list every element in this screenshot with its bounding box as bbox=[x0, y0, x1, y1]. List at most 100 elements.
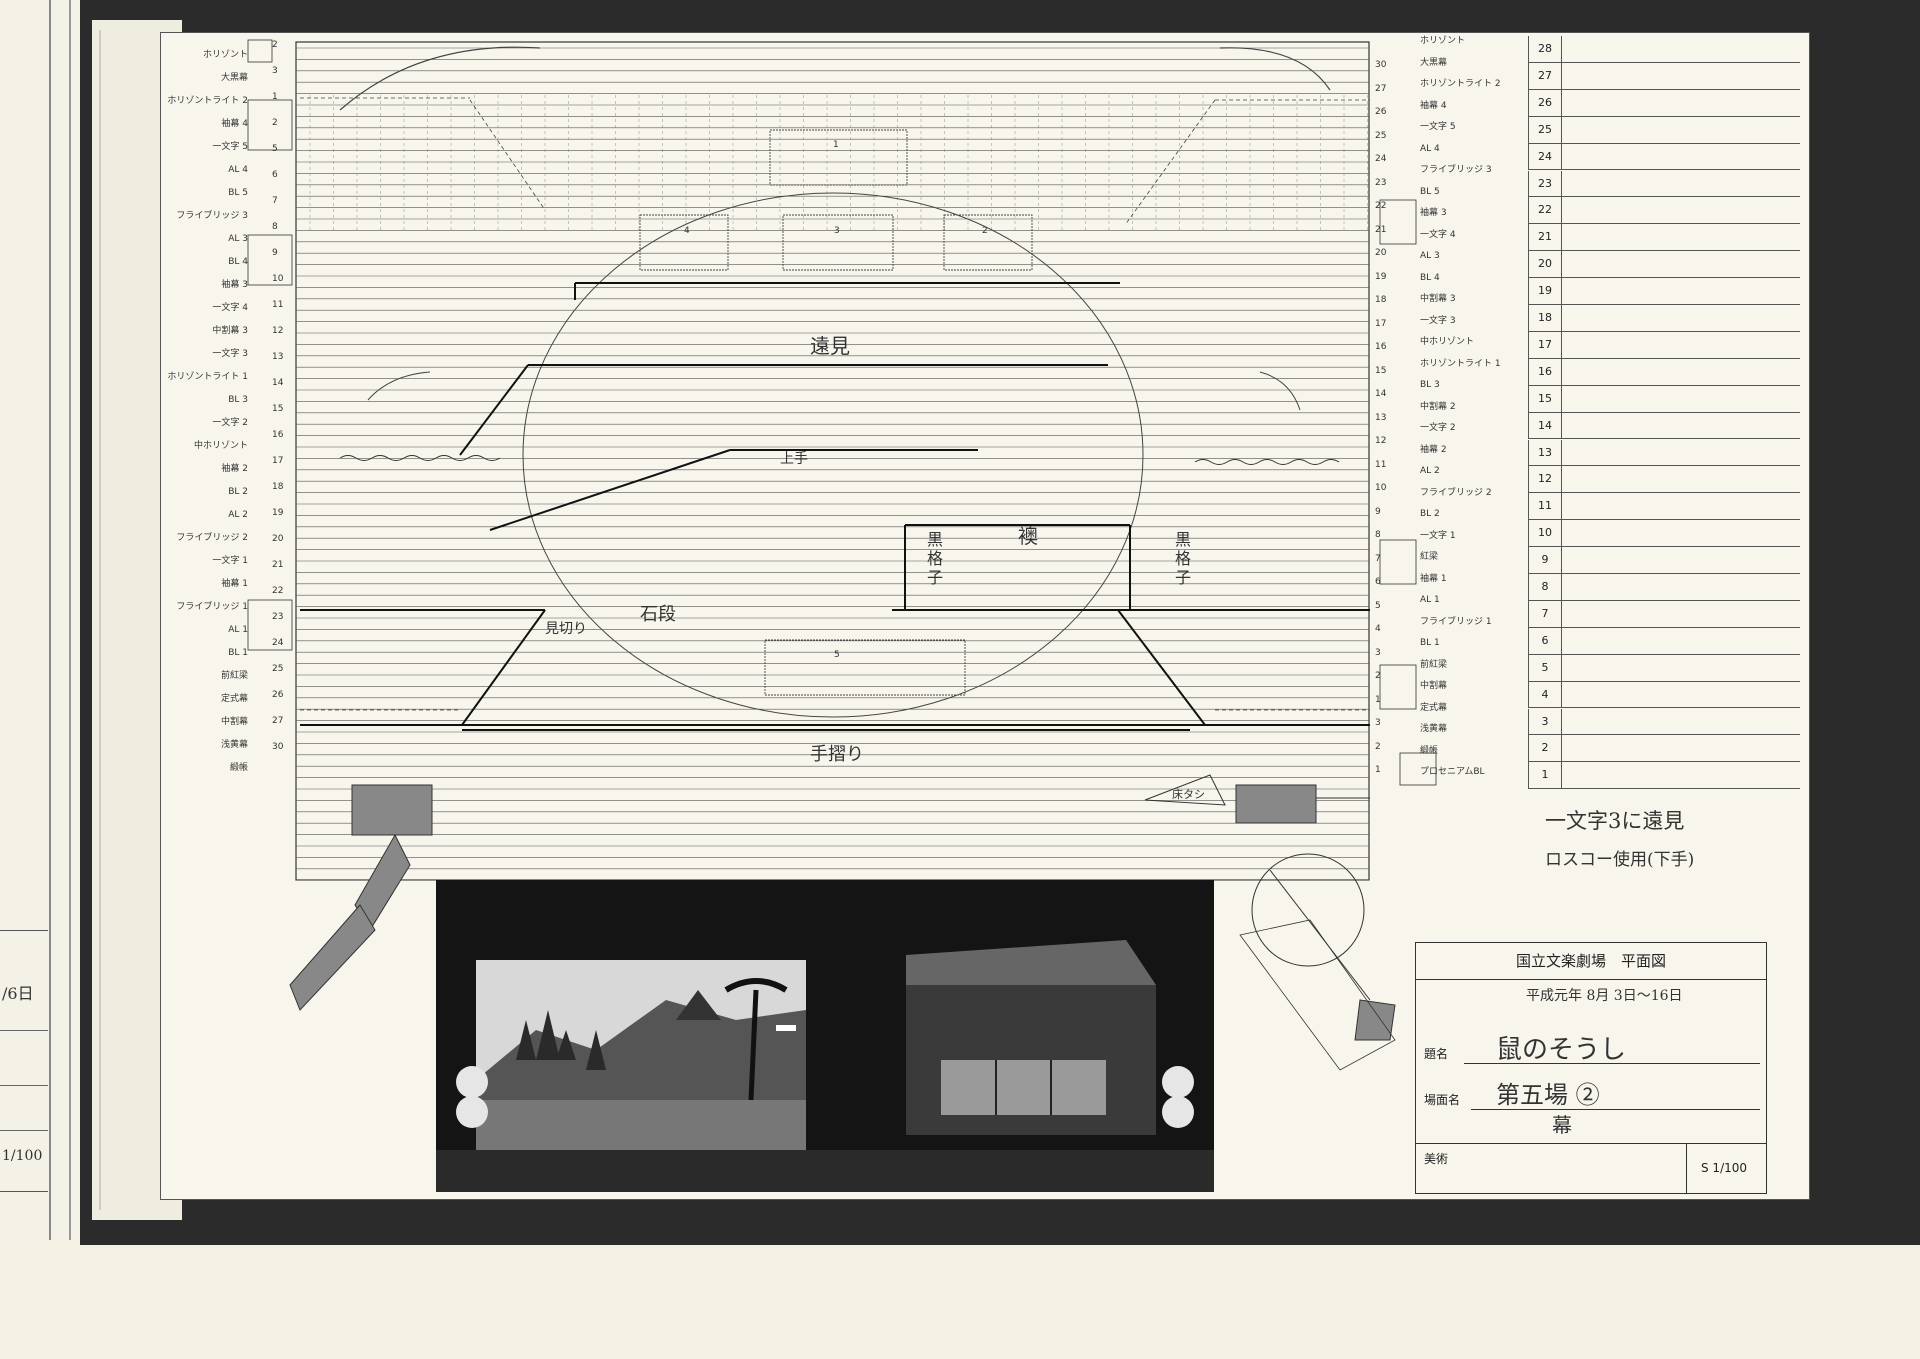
left-label: 中割幕 3 bbox=[212, 326, 248, 336]
scene-value: 第五場 ② bbox=[1496, 1081, 1600, 1109]
row-number: 8 bbox=[1528, 574, 1562, 600]
left-number: 5 bbox=[272, 144, 278, 154]
left-label: 袖幕 2 bbox=[221, 464, 248, 474]
annotation-kuro-right: 黒格子 bbox=[1175, 530, 1192, 587]
right-number: 2 bbox=[1375, 671, 1381, 681]
left-number: 30 bbox=[272, 742, 284, 752]
left-label: BL 1 bbox=[228, 648, 248, 658]
right-label: 一文字 1 bbox=[1420, 530, 1456, 541]
left-label: 一文字 2 bbox=[212, 418, 248, 428]
right-number: 7 bbox=[1375, 553, 1381, 564]
right-label: AL 2 bbox=[1420, 466, 1440, 476]
left-label: 袖幕 1 bbox=[221, 579, 248, 589]
title-block-header: 国立文楽劇場 平面図 bbox=[1416, 943, 1766, 980]
row-number: 15 bbox=[1528, 385, 1562, 412]
title-label: 題名 bbox=[1424, 1047, 1449, 1061]
note-line-2: ロスコー使用(下手) bbox=[1545, 850, 1695, 870]
table-row: 13 bbox=[1528, 439, 1800, 467]
right-label: ホリゾントライト 1 bbox=[1420, 358, 1501, 369]
region-number: 4 bbox=[684, 226, 690, 236]
left-page-date: /6日 bbox=[2, 984, 34, 1003]
right-number: 5 bbox=[1375, 600, 1381, 611]
right-label: 一文字 3 bbox=[1420, 315, 1456, 326]
right-number: 10 bbox=[1375, 483, 1387, 493]
left-number: 22 bbox=[272, 586, 284, 596]
table-row: 12 bbox=[1528, 466, 1800, 494]
row-number: 12 bbox=[1528, 466, 1562, 493]
right-number: 4 bbox=[1375, 624, 1381, 634]
left-number: 25 bbox=[272, 664, 284, 674]
right-number: 18 bbox=[1375, 295, 1387, 305]
left-label: 一文字 4 bbox=[212, 303, 248, 313]
row-number: 4 bbox=[1528, 681, 1562, 708]
table-row: 19 bbox=[1528, 278, 1800, 305]
left-label: AL 2 bbox=[228, 510, 248, 520]
right-number: 12 bbox=[1375, 436, 1387, 446]
left-number: 2 bbox=[272, 40, 278, 50]
note-line-1: 一文字3に遠見 bbox=[1545, 809, 1685, 833]
left-number: 6 bbox=[272, 170, 278, 180]
left-label: 一文字 3 bbox=[212, 349, 248, 359]
right-number: 11 bbox=[1375, 459, 1387, 470]
left-label: 前紅梁 bbox=[220, 671, 248, 681]
left-label: AL 1 bbox=[228, 625, 248, 635]
row-number: 24 bbox=[1528, 143, 1562, 170]
row-number: 5 bbox=[1528, 654, 1562, 681]
left-label: 大黒幕 bbox=[220, 73, 248, 83]
left-number: 16 bbox=[272, 430, 284, 440]
left-label: 中割幕 bbox=[220, 717, 248, 727]
right-label: プロセニアムBL bbox=[1420, 767, 1485, 777]
left-number: 13 bbox=[272, 352, 284, 362]
right-number: 15 bbox=[1375, 365, 1387, 376]
right-label: BL 4 bbox=[1420, 272, 1440, 283]
right-label: フライブリッジ 1 bbox=[1420, 616, 1492, 627]
left-number: 24 bbox=[272, 638, 284, 648]
right-number: 21 bbox=[1375, 224, 1387, 235]
right-label: 一文字 4 bbox=[1420, 229, 1456, 240]
row-number: 13 bbox=[1528, 439, 1562, 466]
right-number: 14 bbox=[1375, 389, 1387, 399]
left-label: ホリゾントライト 1 bbox=[167, 372, 248, 382]
left-number: 10 bbox=[272, 274, 284, 284]
right-number: 16 bbox=[1375, 342, 1387, 352]
table-row: 4 bbox=[1528, 681, 1800, 709]
region-number: 5 bbox=[834, 650, 840, 660]
right-number: 22 bbox=[1375, 201, 1387, 211]
row-number: 23 bbox=[1528, 170, 1562, 197]
table-row: 15 bbox=[1528, 385, 1800, 413]
right-label: BL 2 bbox=[1420, 509, 1440, 519]
right-number: 24 bbox=[1375, 154, 1387, 164]
row-number: 9 bbox=[1528, 547, 1562, 574]
row-number: 18 bbox=[1528, 305, 1562, 331]
scale-label: S 1/100 bbox=[1701, 1161, 1748, 1175]
row-number: 3 bbox=[1528, 708, 1562, 735]
table-row: 16 bbox=[1528, 358, 1800, 386]
row-number: 6 bbox=[1528, 627, 1562, 654]
left-number: 9 bbox=[272, 248, 278, 258]
right-number: 20 bbox=[1375, 248, 1387, 258]
stage-photograph bbox=[436, 880, 1214, 1192]
right-label: 袖幕 4 bbox=[1420, 100, 1447, 111]
title-block: 国立文楽劇場 平面図 平成元年 8月 3日〜16日 題名 鼠のそうし 場面名 第… bbox=[1415, 942, 1767, 1194]
scene-sub: 幕 bbox=[1552, 1113, 1572, 1137]
left-label: 中ホリゾント bbox=[193, 441, 248, 451]
left-number: 18 bbox=[272, 482, 284, 492]
left-label: 緞帳 bbox=[229, 763, 248, 773]
right-number: 13 bbox=[1375, 412, 1387, 423]
left-label: 定式幕 bbox=[220, 694, 248, 704]
left-number: 27 bbox=[272, 716, 284, 726]
annotation-fusuma: 襖 bbox=[1018, 524, 1038, 548]
row-number: 27 bbox=[1528, 62, 1562, 89]
right-number: 8 bbox=[1375, 530, 1381, 540]
right-label: 定式幕 bbox=[1420, 702, 1448, 713]
left-label: 一文字 1 bbox=[212, 556, 248, 566]
left-number: 20 bbox=[272, 534, 284, 544]
right-label: AL 3 bbox=[1420, 251, 1440, 261]
right-label: 浅黄幕 bbox=[1420, 724, 1448, 734]
left-number: 11 bbox=[272, 300, 284, 310]
table-row: 22 bbox=[1528, 197, 1800, 225]
annotation-ishidan: 石段 bbox=[640, 604, 676, 625]
right-label: AL 1 bbox=[1420, 595, 1440, 605]
